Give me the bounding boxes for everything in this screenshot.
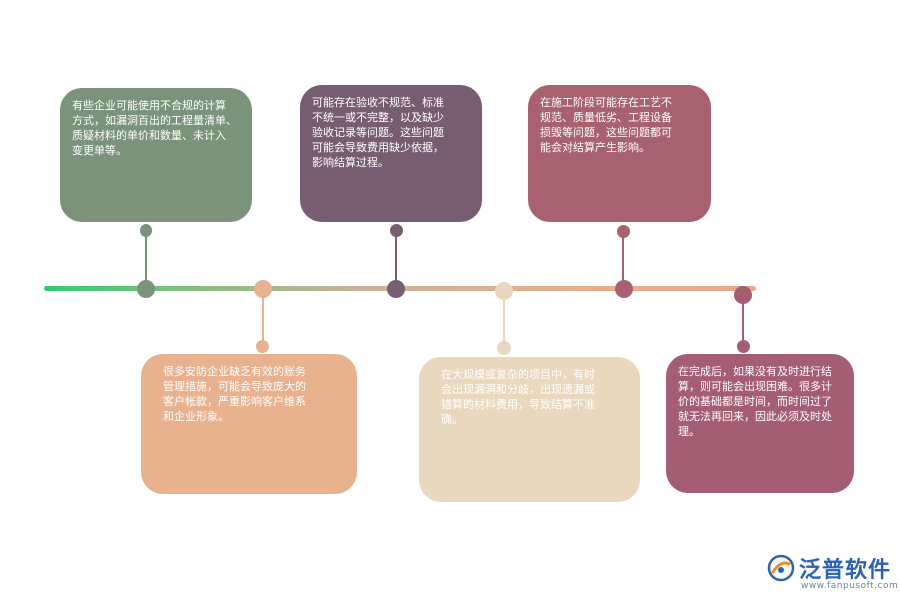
timeline-dot-3 [387,280,405,298]
stem-dot-3 [390,224,403,237]
stem-4 [503,298,505,342]
brand-name: 泛普软件 [799,558,892,583]
brand-logo: 泛普软件 www.fanpusoft.com [767,550,899,596]
note-text-1: 有些企业可能使用不合规的计算 方式，如漏洞百出的工程量清单、 质疑材料的单价和数… [72,99,237,157]
note-box-2: 很多安防企业缺乏有效的账务 管理措施，可能会导致庞大的 客户帐款，严重影响客户维… [141,354,357,494]
note-text-3: 可能存在验收不规范、标准 不统一或不完整，以及缺少 验收记录等问题。这些问题 可… [312,96,444,169]
note-box-4: 在大规模或复杂的项目中，有时 会出现漏洞和分歧，出现遗漏或 错算的材料费用，导致… [419,357,640,502]
timeline-dot-1 [137,280,155,298]
note-box-1: 有些企业可能使用不合规的计算 方式，如漏洞百出的工程量清单、 质疑材料的单价和数… [60,88,252,222]
stem-dot-2 [256,340,269,353]
timeline-dot-6 [734,286,752,304]
stem-dot-1 [140,224,152,237]
stem-dot-4 [497,341,511,355]
note-text-2: 很多安防企业缺乏有效的账务 管理措施，可能会导致庞大的 客户帐款，严重影响客户维… [163,365,306,423]
timeline-dot-2 [254,280,272,298]
fanpu-logo-icon [767,554,795,582]
note-text-5: 在施工阶段可能存在工艺不 规范、质量低劣、工程设备 损毁等问题，这些问题都可 能… [540,96,672,154]
stem-dot-5 [617,225,630,238]
note-text-6: 在完成后，如果没有及时进行结 算，则可能会出现困难。很多计 价的基础都是时间，而… [678,365,832,438]
stem-1 [145,236,147,282]
note-box-5: 在施工阶段可能存在工艺不 规范、质量低劣、工程设备 损毁等问题，这些问题都可 能… [528,85,711,222]
stem-2 [262,296,264,342]
stem-3 [395,236,397,282]
note-box-6: 在完成后，如果没有及时进行结 算，则可能会出现困难。很多计 价的基础都是时间，而… [666,354,854,493]
stem-6 [742,302,744,342]
note-box-3: 可能存在验收不规范、标准 不统一或不完整，以及缺少 验收记录等问题。这些问题 可… [300,85,482,222]
stem-5 [622,237,624,282]
brand-url: www.fanpusoft.com [801,581,899,591]
stem-dot-6 [737,340,750,353]
timeline-dot-4 [495,282,513,300]
timeline-dot-5 [615,280,633,298]
note-text-4: 在大规模或复杂的项目中，有时 会出现漏洞和分歧，出现遗漏或 错算的材料费用，导致… [441,368,595,426]
